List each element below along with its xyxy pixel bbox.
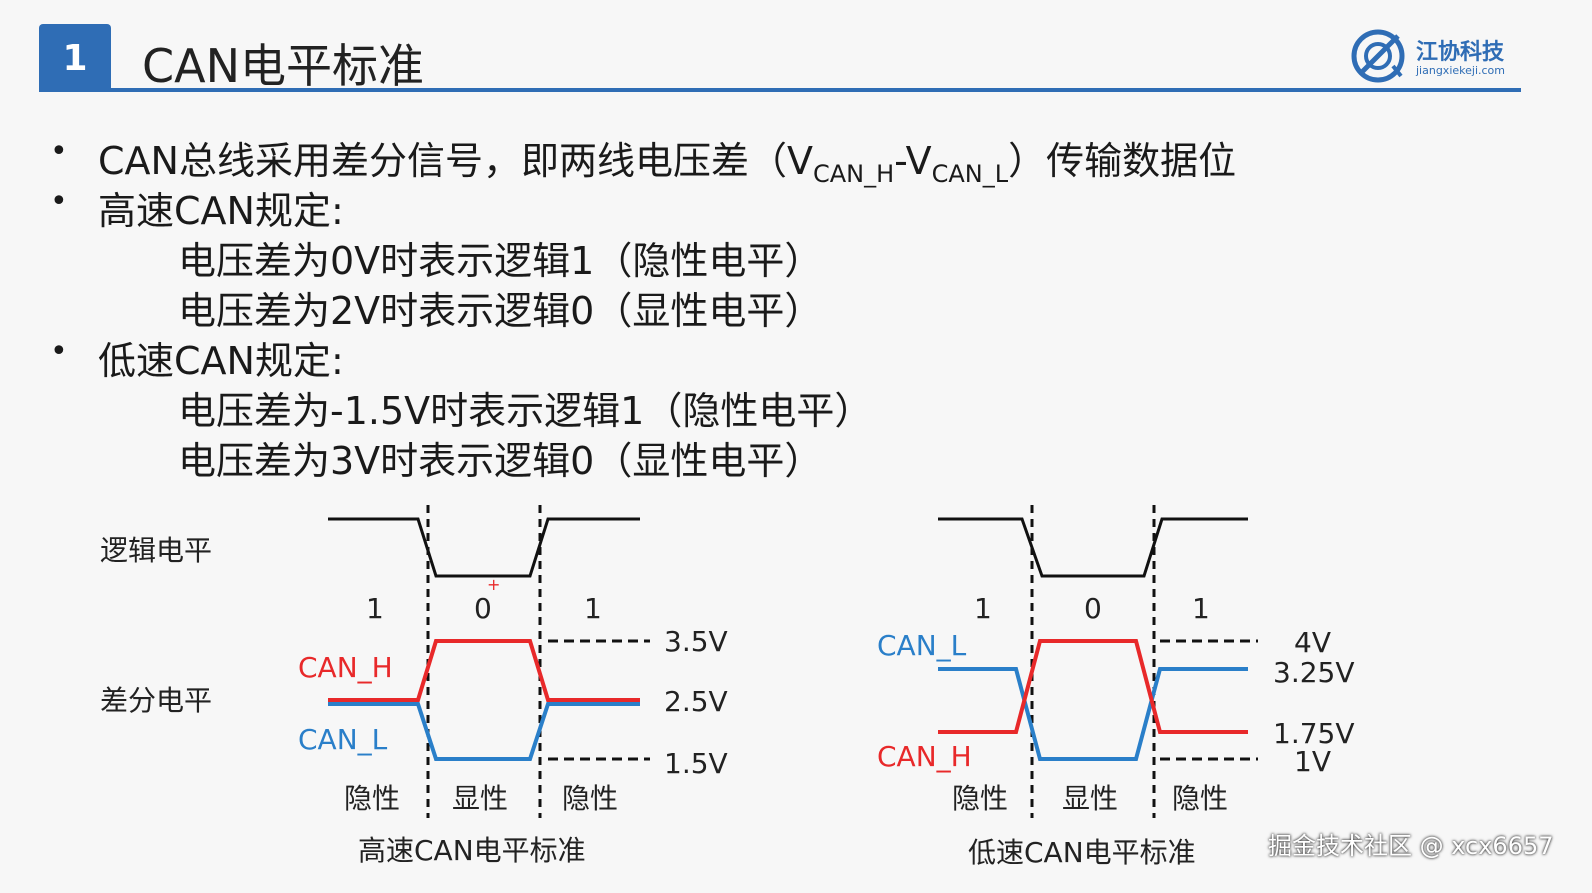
cursor-marker: + (487, 575, 500, 594)
page-title: CAN电平标准 (142, 39, 424, 93)
bullet-low-speed: 低速CAN规定: (98, 339, 344, 383)
state-label: 隐性 (562, 782, 618, 815)
can-h-waveform (328, 639, 640, 702)
subscript-canh: CAN_H (812, 160, 895, 188)
voltage-label: 3.5V (664, 625, 728, 658)
state-label: 显性 (452, 782, 508, 815)
state-label: 隐性 (952, 782, 1008, 815)
bullet-text: ）传输数据位 (1008, 139, 1237, 183)
voltage-label: 1.5V (664, 747, 728, 780)
logo-url: jiangxiekeji.com (1416, 64, 1505, 77)
can-h-waveform (938, 639, 1248, 734)
bullet-dot: • (50, 134, 68, 169)
logo-name: 江协科技 (1416, 40, 1505, 65)
can-l-label: CAN_L (877, 629, 967, 662)
sub-item-low-1: 电压差为-1.5V时表示逻辑1（隐性电平） (178, 389, 873, 433)
voltage-label: 3.25V (1273, 656, 1355, 689)
sub-item-high-2: 电压差为2V时表示逻辑0（显性电平） (178, 289, 823, 333)
high-speed-diagram: + CAN_H CAN_L 3.5V 2.5V 1.5V 1 0 1 隐性 显性… (298, 505, 728, 867)
logic-level-waveform (328, 517, 640, 578)
bit-label: 0 (1084, 592, 1102, 625)
title-divider (39, 88, 1521, 92)
state-label: 隐性 (1172, 782, 1228, 815)
bullet-text: -V (894, 139, 932, 183)
can-l-waveform (938, 667, 1248, 761)
subscript-canl: CAN_L (931, 160, 1009, 188)
low-speed-diagram: CAN_L CAN_H 4V 3.25V 1.75V 1V 1 0 1 隐性 显… (877, 505, 1355, 869)
can-h-label: CAN_H (298, 651, 393, 684)
voltage-label: 2.5V (664, 685, 728, 718)
can-l-label: CAN_L (298, 723, 388, 756)
bullet-dot: • (50, 334, 68, 369)
can-l-waveform (328, 702, 640, 761)
bullet-dot: • (50, 184, 68, 219)
bit-label: 1 (1192, 592, 1210, 625)
state-label: 隐性 (344, 782, 400, 815)
logic-level-waveform (938, 517, 1248, 578)
state-label: 显性 (1062, 782, 1118, 815)
row-label-diff: 差分电平 (100, 684, 212, 717)
diagram-caption: 高速CAN电平标准 (358, 834, 586, 867)
voltage-label: 1V (1294, 745, 1331, 778)
sub-item-low-2: 电压差为3V时表示逻辑0（显性电平） (178, 439, 823, 483)
bit-label: 1 (584, 592, 602, 625)
bullet-can-differential: CAN总线采用差分信号，即两线电压差（VCAN_H-VCAN_L）传输数据位 (98, 130, 1236, 188)
diagram-caption: 低速CAN电平标准 (968, 836, 1196, 869)
sub-item-high-1: 电压差为0V时表示逻辑1（隐性电平） (178, 239, 823, 283)
bullet-high-speed: 高速CAN规定: (98, 189, 344, 233)
bit-label: 1 (974, 592, 992, 625)
row-label-logic: 逻辑电平 (100, 534, 212, 567)
voltage-label: 1.75V (1273, 717, 1355, 750)
watermark: 掘金技术社区 @ xcx6657 (1268, 832, 1554, 860)
slide-number: 1 (39, 24, 111, 92)
can-h-label: CAN_H (877, 740, 972, 773)
bit-label: 0 (474, 592, 492, 625)
bit-label: 1 (366, 592, 384, 625)
voltage-label: 4V (1294, 626, 1331, 659)
bullet-text: CAN总线采用差分信号，即两线电压差（V (98, 139, 813, 183)
